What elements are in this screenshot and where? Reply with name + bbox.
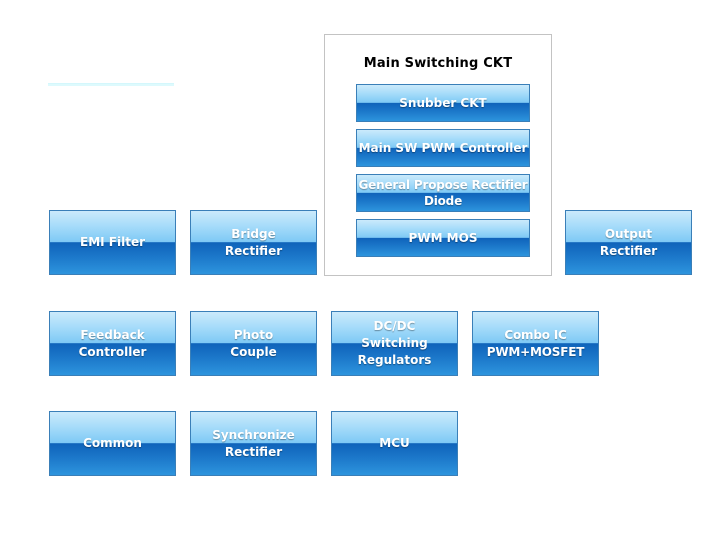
block-label: DC/DC Switching Regulators <box>357 319 432 367</box>
block-main-sw-pwm-controller[interactable]: Main SW PWM Controller <box>356 129 530 167</box>
block-label: MCU <box>379 436 410 450</box>
block-label: Snubber CKT <box>399 96 487 110</box>
block-common[interactable]: Common <box>49 411 176 476</box>
block-label: Photo Couple <box>230 327 277 359</box>
block-output-rectifier[interactable]: Output Rectifier <box>565 210 692 275</box>
block-label: Bridge Rectifier <box>224 226 283 258</box>
block-dc-dc-switching-regulators[interactable]: DC/DC Switching Regulators <box>331 311 458 376</box>
block-bridge-rectifier[interactable]: Bridge Rectifier <box>190 210 317 275</box>
block-emi-filter[interactable]: EMI Filter <box>49 210 176 275</box>
block-label: EMI Filter <box>80 235 145 249</box>
block-label: Output Rectifier <box>599 226 658 258</box>
block-label: Synchronize Rectifier <box>212 427 295 459</box>
block-combo-ic-pwm-mosfet[interactable]: Combo IC PWM+MOSFET <box>472 311 599 376</box>
block-snubber-ckt[interactable]: Snubber CKT <box>356 84 530 122</box>
block-feedback-controller[interactable]: Feedback Controller <box>49 311 176 376</box>
decorative-rule <box>48 83 174 86</box>
block-mcu[interactable]: MCU <box>331 411 458 476</box>
block-label: PWM MOS <box>408 231 478 245</box>
block-label: Feedback Controller <box>78 327 147 359</box>
block-general-propose-rectifier-diode[interactable]: General Propose Rectifier Diode <box>356 174 530 212</box>
block-photo-couple[interactable]: Photo Couple <box>190 311 317 376</box>
block-label: Combo IC PWM+MOSFET <box>486 327 585 359</box>
block-label: Main SW PWM Controller <box>358 141 528 155</box>
block-label: Common <box>83 436 142 450</box>
block-label: General Propose Rectifier Diode <box>358 178 528 208</box>
block-synchronize-rectifier[interactable]: Synchronize Rectifier <box>190 411 317 476</box>
block-pwm-mos[interactable]: PWM MOS <box>356 219 530 257</box>
group-panel-title: Main Switching CKT <box>363 56 513 71</box>
